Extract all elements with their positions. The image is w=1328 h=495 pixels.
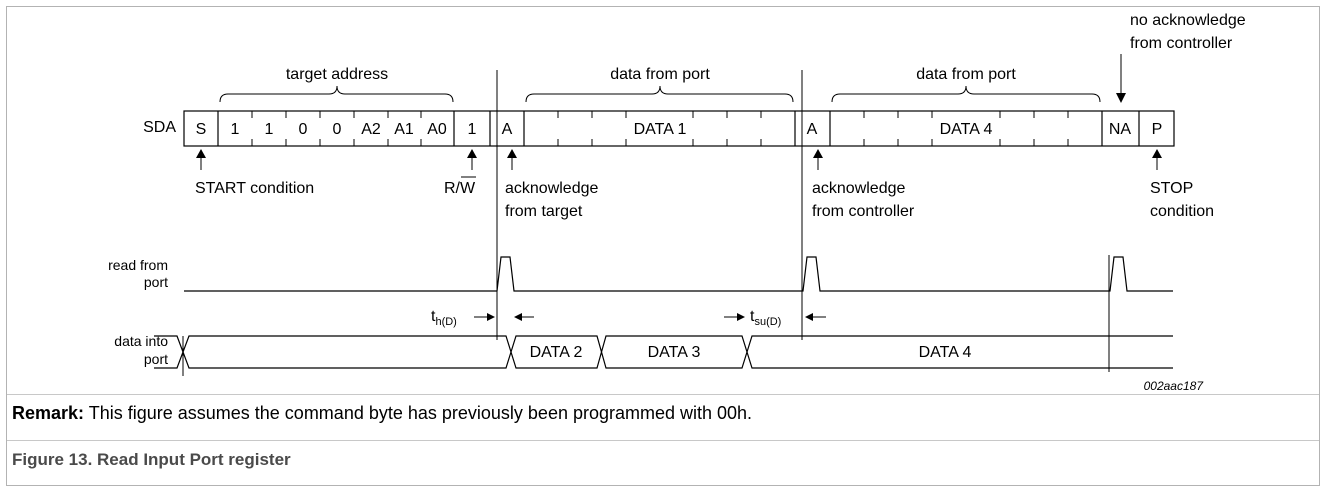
remark-text: This figure assumes the command byte has… — [84, 403, 753, 423]
data1-field: DATA 1 — [634, 121, 687, 138]
remark-label: Remark: — [12, 403, 85, 423]
start-condition-label: START condition — [195, 180, 314, 197]
target-address-brace — [219, 85, 454, 103]
stop-condition-line1: STOP — [1150, 180, 1193, 197]
read-from-port-label-2: port — [144, 274, 168, 290]
ack-from-controller-line2: from controller — [812, 203, 915, 220]
rw-bit: 1 — [468, 121, 477, 138]
ack-from-controller-line1: acknowledge — [812, 180, 906, 197]
remark: Remark: This figure assumes the command … — [12, 403, 752, 424]
ack-from-target-line1: acknowledge — [505, 180, 599, 197]
ack-bit-1: A — [502, 121, 513, 138]
figure-id: 002aac187 — [1144, 379, 1205, 393]
data-from-port-label-2: data from port — [916, 66, 1016, 83]
stop-condition-arrow — [1152, 149, 1162, 170]
start-bit: S — [196, 121, 207, 138]
no-ack-label-line2: from controller — [1130, 35, 1233, 52]
data-into-port-waveform — [154, 335, 1173, 376]
data-from-port-brace-1 — [525, 85, 794, 103]
data-into-port-value: DATA 2 — [530, 344, 583, 361]
address-bit: A0 — [427, 121, 447, 138]
data1-bit-ticks — [557, 111, 762, 146]
address-bit: 1 — [265, 121, 274, 138]
rw-arrow — [467, 149, 477, 170]
tsu-label: tsu(D) — [750, 308, 781, 328]
nack-bit: NA — [1109, 121, 1132, 138]
read-from-port-waveform — [184, 256, 1173, 292]
address-bit: A2 — [361, 121, 381, 138]
start-condition-arrow — [196, 149, 206, 170]
data-from-port-brace-2 — [831, 85, 1101, 103]
data-into-port-value: DATA 4 — [919, 344, 972, 361]
figure-frame — [6, 6, 1320, 486]
stop-bit: P — [1152, 121, 1163, 138]
address-bit: 0 — [333, 121, 342, 138]
sda-label: SDA — [143, 119, 176, 136]
ack-target-arrow — [507, 149, 517, 170]
ack-from-target-line2: from target — [505, 203, 583, 220]
address-bit: A1 — [394, 121, 414, 138]
stop-condition-line2: condition — [1150, 203, 1214, 220]
separator — [7, 394, 1319, 395]
sda-frame — [183, 110, 1175, 147]
no-ack-label-line1: no acknowledge — [1130, 12, 1246, 29]
rw-label: R/W — [444, 180, 476, 197]
tsu-marker — [724, 313, 826, 321]
timing-diagram: SDA S 1 1 0 0 — [108, 12, 1246, 393]
figure-caption: Figure 13. Read Input Port register — [12, 450, 291, 469]
address-bit-ticks — [251, 111, 422, 146]
th-marker — [474, 313, 534, 321]
target-address-label: target address — [286, 66, 388, 83]
sda-field-dividers — [217, 111, 1140, 146]
address-bit: 0 — [299, 121, 308, 138]
address-bit: 1 — [231, 121, 240, 138]
data-into-port-label-1: data into — [114, 333, 168, 349]
separator — [7, 440, 1319, 441]
data4-field: DATA 4 — [940, 121, 993, 138]
ack-controller-arrow — [813, 149, 823, 170]
data-into-port-label-2: port — [144, 351, 168, 367]
data-from-port-label-1: data from port — [610, 66, 710, 83]
data4-bit-ticks — [863, 111, 1069, 146]
th-label: th(D) — [431, 308, 457, 328]
data-into-port-value: DATA 3 — [648, 344, 701, 361]
timing-reference-lines — [496, 70, 1110, 372]
ack-bit-2: A — [807, 121, 818, 138]
read-from-port-label-1: read from — [108, 257, 168, 273]
no-ack-arrow — [1116, 54, 1126, 103]
